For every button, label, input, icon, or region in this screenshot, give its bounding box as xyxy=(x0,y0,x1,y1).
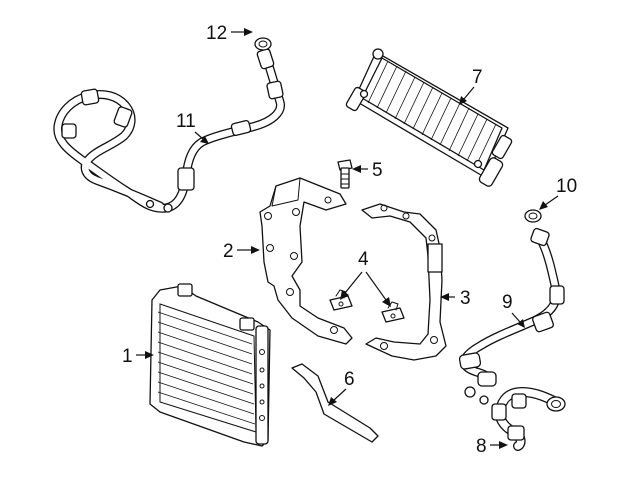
part-3-bracket xyxy=(361,203,447,361)
callout-5: 5 xyxy=(352,160,383,181)
callout-11: 11 xyxy=(176,111,209,144)
callout-label-10: 10 xyxy=(556,176,577,197)
part-5-bolt xyxy=(337,159,353,189)
part-10-seal xyxy=(524,209,542,223)
callout-label-4: 4 xyxy=(358,249,369,270)
callout-label-11: 11 xyxy=(176,111,196,132)
part-11-cooler-line xyxy=(53,47,285,213)
callout-label-2: 2 xyxy=(223,241,234,262)
part-2-bracket xyxy=(259,177,353,345)
callout-label-6: 6 xyxy=(344,369,355,390)
callout-2: 2 xyxy=(223,241,260,262)
callout-6: 6 xyxy=(328,369,355,406)
callout-4: 4 xyxy=(340,249,391,307)
callout-label-8: 8 xyxy=(476,436,487,457)
callout-3: 3 xyxy=(440,288,471,309)
callout-8: 8 xyxy=(476,436,508,457)
part-6-strap xyxy=(291,363,379,443)
part-9-cooler-line xyxy=(458,227,565,405)
part-1-oil-cooler xyxy=(149,283,271,447)
callout-1: 1 xyxy=(122,346,154,367)
part-12-seal xyxy=(254,37,272,51)
part-8-hose xyxy=(491,387,566,451)
callout-7: 7 xyxy=(459,67,483,105)
callout-label-7: 7 xyxy=(472,67,483,88)
part-7-oil-cooler xyxy=(345,48,513,187)
callout-10: 10 xyxy=(539,176,577,210)
callout-label-12: 12 xyxy=(206,23,227,44)
callout-label-5: 5 xyxy=(372,160,383,181)
callout-label-9: 9 xyxy=(502,292,513,313)
callout-9: 9 xyxy=(502,292,525,328)
part-4-clips xyxy=(329,289,405,323)
callout-label-3: 3 xyxy=(460,288,471,309)
callout-12: 12 xyxy=(206,23,253,44)
callout-label-1: 1 xyxy=(122,346,133,367)
